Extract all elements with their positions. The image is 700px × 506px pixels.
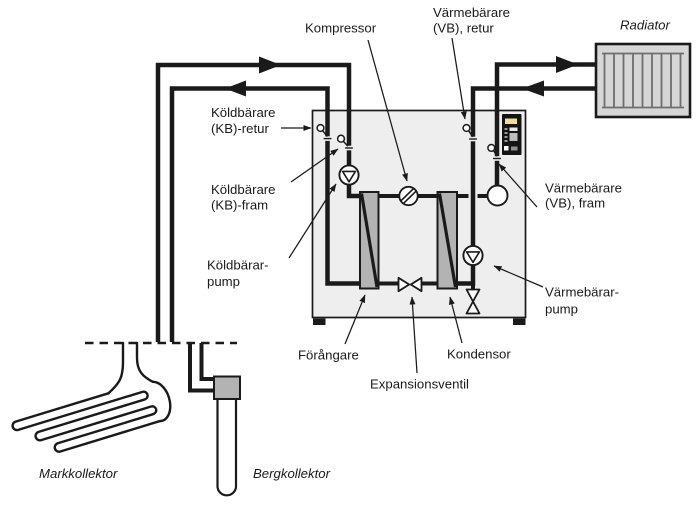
label-arrows bbox=[281, 37, 544, 374]
forangare-label: Förångare bbox=[298, 348, 359, 363]
kb-fram-label-line2: (KB)-fram bbox=[211, 198, 268, 213]
vb-pump-label-line1: Värmebärar- bbox=[545, 285, 619, 300]
kb-flow-right-arrow bbox=[259, 56, 281, 74]
control-panel bbox=[502, 114, 522, 155]
borehole-manifold-box bbox=[213, 375, 241, 400]
vb-flow-right-arrow bbox=[556, 56, 578, 73]
kb-pump-label-line1: Köldbärar- bbox=[207, 258, 269, 273]
kb-retur-pipe bbox=[169, 86, 361, 342]
kompressor-arrow bbox=[367, 39, 408, 182]
borehole-feed-pipes bbox=[188, 343, 213, 393]
evaporator-diagonal bbox=[359, 193, 379, 288]
ground-collector-feed-right bbox=[135, 341, 155, 383]
ground-collector-coil bbox=[11, 341, 172, 453]
vb-flow-left-arrow bbox=[522, 80, 544, 97]
vb-pump-label-line2: pump bbox=[545, 302, 578, 317]
expansionsventil-label: Expansionsventil bbox=[370, 377, 469, 392]
kondensor-arrow bbox=[448, 296, 463, 344]
vb-fram-arrow bbox=[498, 163, 538, 208]
kb-retur-label-line2: (KB)-retur bbox=[211, 121, 269, 136]
vb-retur-arrow bbox=[451, 37, 467, 120]
bergkollektor-label: Bergkollektor bbox=[253, 466, 331, 481]
kb-fram-valve-icon bbox=[336, 134, 353, 151]
kb-pump-arrow bbox=[288, 183, 337, 259]
expansion-valve-icon bbox=[397, 276, 423, 293]
condenser bbox=[436, 191, 458, 290]
vb-fram-label-line1: Värmebärare bbox=[545, 181, 622, 196]
kb-retur-valve-icon bbox=[316, 123, 332, 141]
vb-fram-label-line2: (VB), fram bbox=[545, 196, 605, 211]
unit-foot-right bbox=[513, 318, 526, 325]
condenser-diagonal bbox=[437, 193, 458, 288]
unit-foot-left bbox=[313, 318, 326, 325]
expansion-vessel-icon bbox=[486, 184, 509, 207]
ground-collector-loops bbox=[11, 380, 172, 453]
vb-retur-valve-icon bbox=[462, 123, 477, 142]
control-panel-display bbox=[505, 118, 517, 124]
kb-fram-pipe bbox=[155, 62, 361, 342]
vb-retur-label-line2: (VB), retur bbox=[433, 21, 494, 36]
kb-flow-left-arrow bbox=[225, 80, 246, 97]
bleed-valves bbox=[316, 123, 501, 161]
vb-fram-valve-icon bbox=[487, 143, 501, 161]
vb-pump-icon bbox=[462, 244, 484, 267]
kb-pump-label-line2: pump bbox=[207, 274, 240, 289]
kb-retur-label-line1: Köldbärare bbox=[211, 105, 276, 120]
kb-fram-arrow bbox=[290, 148, 339, 183]
markkollektor-label: Markkollektor bbox=[39, 466, 118, 481]
kompressor-label: Kompressor bbox=[305, 21, 377, 36]
radiator-fins bbox=[602, 52, 684, 109]
kondensor-label: Kondensor bbox=[447, 347, 511, 362]
expansionsventil-arrow bbox=[409, 296, 418, 374]
borehole-collector bbox=[188, 343, 241, 497]
vb-pump-arrow bbox=[493, 265, 544, 288]
vb-retur-label-line1: Värmebärare bbox=[433, 5, 510, 20]
safety-valve-icon bbox=[465, 288, 481, 315]
ground-collector-feed-left bbox=[107, 341, 125, 395]
flow-arrows bbox=[225, 56, 578, 97]
kb-fram-label-line1: Köldbärare bbox=[211, 182, 276, 197]
radiator-label: Radiator bbox=[620, 18, 670, 33]
borehole-tube bbox=[216, 399, 238, 497]
forangare-arrow bbox=[344, 294, 366, 345]
compressor-icon bbox=[398, 185, 419, 207]
labels: Kompressor Värmebärare (VB), retur Radia… bbox=[39, 5, 670, 481]
evaporator bbox=[359, 191, 380, 290]
pipes bbox=[155, 62, 595, 342]
radiator bbox=[594, 42, 692, 119]
kb-pump-icon bbox=[338, 164, 360, 186]
